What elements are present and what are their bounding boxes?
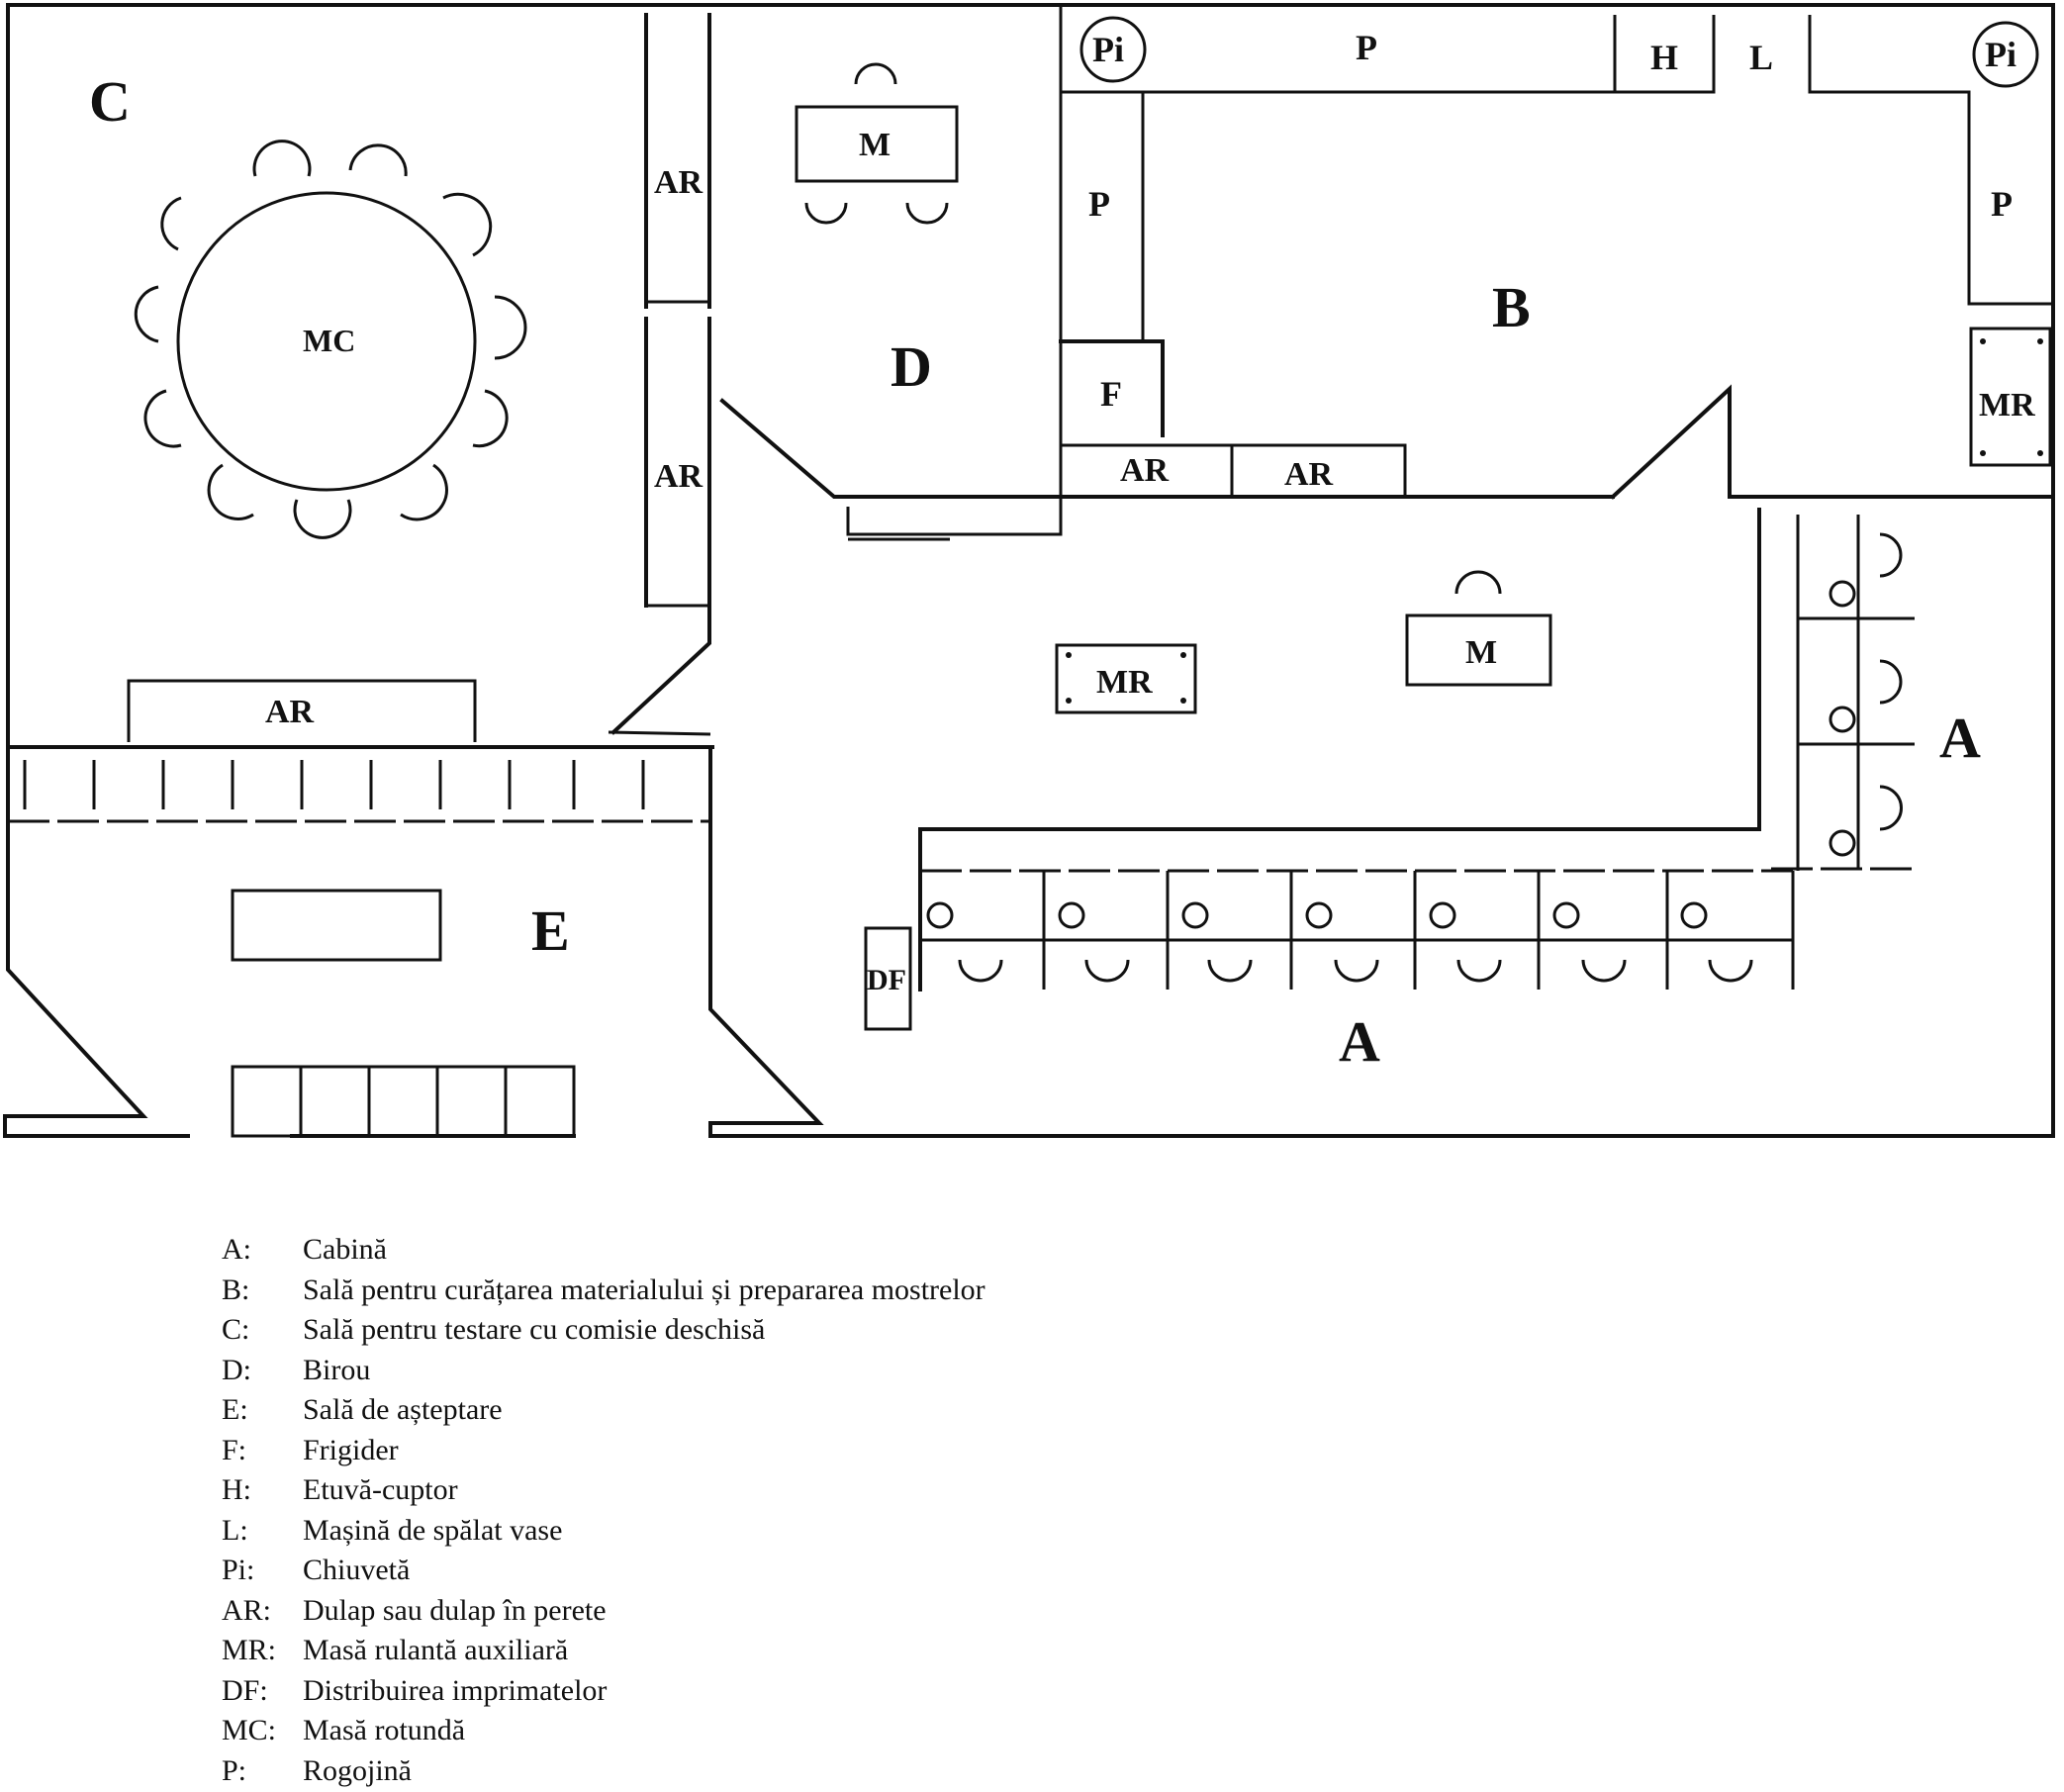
round-table <box>176 191 477 492</box>
legend-key: MR: <box>222 1634 277 1666</box>
chair-icon <box>905 202 949 225</box>
legend-item: B: Sală pentru curățarea materialului și … <box>222 1271 985 1311</box>
round-table-chairs <box>134 140 527 539</box>
cabinet-label: AR <box>1284 456 1334 493</box>
legend-item: A: Cabină <box>222 1230 985 1271</box>
legend-text: Etuvă-cuptor <box>303 1473 458 1506</box>
room-label-c: C <box>89 69 131 134</box>
sink-left <box>1079 16 1147 83</box>
booth-dividers <box>1042 871 1669 990</box>
chair-icon <box>854 62 897 85</box>
legend-key: AR: <box>222 1593 272 1627</box>
room-label-a-bottom: A <box>1339 1009 1380 1074</box>
cart-label: MR <box>1096 664 1153 701</box>
legend-key: DF: <box>222 1673 268 1707</box>
sink-label: Pi <box>1092 30 1124 69</box>
legend-key: A: <box>222 1233 251 1266</box>
outer-walls <box>3 3 2055 1138</box>
cart-label: MR <box>1979 387 2035 424</box>
legend-key: E: <box>222 1393 248 1426</box>
distribution-desk <box>864 926 912 1031</box>
legend-key: H: <box>222 1473 251 1506</box>
legend: A: Cabină B: Sală pentru curățarea materia… <box>222 1230 985 1791</box>
legend-item: AR: Dulap sau dulap în perete <box>222 1591 985 1632</box>
legend-item: MC: Masă rotundă <box>222 1711 985 1751</box>
legend-item: Pi: Chiuvetă <box>222 1551 985 1591</box>
sink-label: Pi <box>1985 35 2017 74</box>
distribution-label: DF <box>867 964 906 996</box>
legend-text: Sală pentru curățarea materialului și pr… <box>303 1273 985 1306</box>
room-label-a-right: A <box>1939 706 1981 770</box>
legend-key: Pi: <box>222 1554 255 1586</box>
legend-text: Masă rulantă auxiliară <box>303 1634 569 1666</box>
bench-strip-top <box>8 760 710 823</box>
legend-text: Chiuvetă <box>303 1554 411 1586</box>
mat-label: P <box>1356 28 1377 67</box>
legend-key: D: <box>222 1353 251 1386</box>
legend-item: DF: Distribuirea imprimatelor <box>222 1671 985 1712</box>
legend-text: Birou <box>303 1353 371 1386</box>
table-label: M <box>859 127 891 163</box>
prep-room-walls <box>1059 15 2055 500</box>
legend-text: Frigider <box>303 1433 399 1466</box>
legend-key: P: <box>222 1753 247 1787</box>
fridge-label: F <box>1100 374 1122 414</box>
legend-item: P: Rogojină <box>222 1751 985 1792</box>
bench-strip-bottom <box>231 1065 576 1138</box>
cabinet-label: AR <box>1120 452 1170 489</box>
chair-icon <box>804 202 848 225</box>
room-label-e: E <box>531 898 570 963</box>
office-walls <box>719 5 1063 541</box>
floor-plan: C D B E A A Pi Pi P P P H L F AR AR AR A… <box>3 3 2055 1138</box>
legend-item: F: Frigider <box>222 1431 985 1471</box>
legend-text: Dulap sau dulap în perete <box>303 1593 607 1627</box>
round-table-label: MC <box>303 323 355 358</box>
office-table <box>795 105 959 183</box>
legend-text: Masă rotundă <box>303 1714 466 1746</box>
booth-walls <box>918 508 1915 991</box>
mat-label: P <box>1088 184 1110 224</box>
legend-key: B: <box>222 1273 250 1306</box>
cabinet-label: AR <box>654 164 704 201</box>
chair-icon <box>1454 570 1502 595</box>
cart-b <box>1969 327 2052 467</box>
cabinets-c-d <box>608 13 711 736</box>
cart-corridor <box>1055 643 1197 714</box>
cabinet-c <box>127 679 477 742</box>
legend-text: Mașină de spălat vase <box>303 1513 563 1547</box>
legend-item: H: Etuvă-cuptor <box>222 1470 985 1511</box>
legend-text: Distribuirea imprimatelor <box>303 1673 608 1707</box>
legend-text: Cabină <box>303 1233 387 1266</box>
fixture-labels: Pi Pi P P P H L F AR AR AR AR AR MR MR M… <box>265 28 2035 996</box>
room-labels: C D B E A A <box>89 69 1981 1074</box>
legend-key: C: <box>222 1313 250 1346</box>
sink-right <box>1972 21 2039 88</box>
table-label: M <box>1465 634 1497 671</box>
booth-sinks <box>926 580 1856 929</box>
waiting-table <box>231 889 442 962</box>
cabinet-label: AR <box>654 458 704 495</box>
legend-item: E: Sală de așteptare <box>222 1390 985 1431</box>
legend-item: C: Sală pentru testare cu comisie deschis… <box>222 1310 985 1351</box>
legend-item: L: Mașină de spălat vase <box>222 1511 985 1552</box>
legend-item: D: Birou <box>222 1351 985 1391</box>
room-label-b: B <box>1492 275 1531 339</box>
legend-text: Sală pentru testare cu comisie deschisă <box>303 1313 766 1346</box>
legend-text: Rogojină <box>303 1753 412 1787</box>
legend-key: L: <box>222 1513 248 1547</box>
oven-label: H <box>1650 38 1678 77</box>
legend-key: MC: <box>222 1714 277 1746</box>
room-label-d: D <box>891 334 932 399</box>
corridor-table <box>1405 613 1552 687</box>
mat-label: P <box>1991 184 2013 224</box>
legend-text: Sală de așteptare <box>303 1393 503 1426</box>
legend-item: MR: Masă rulantă auxiliară <box>222 1631 985 1671</box>
dishwasher-label: L <box>1749 38 1773 77</box>
waiting-room-walls <box>6 745 824 1138</box>
booth-chairs <box>958 532 1903 983</box>
cabinet-label: AR <box>265 694 315 730</box>
legend-key: F: <box>222 1433 247 1466</box>
